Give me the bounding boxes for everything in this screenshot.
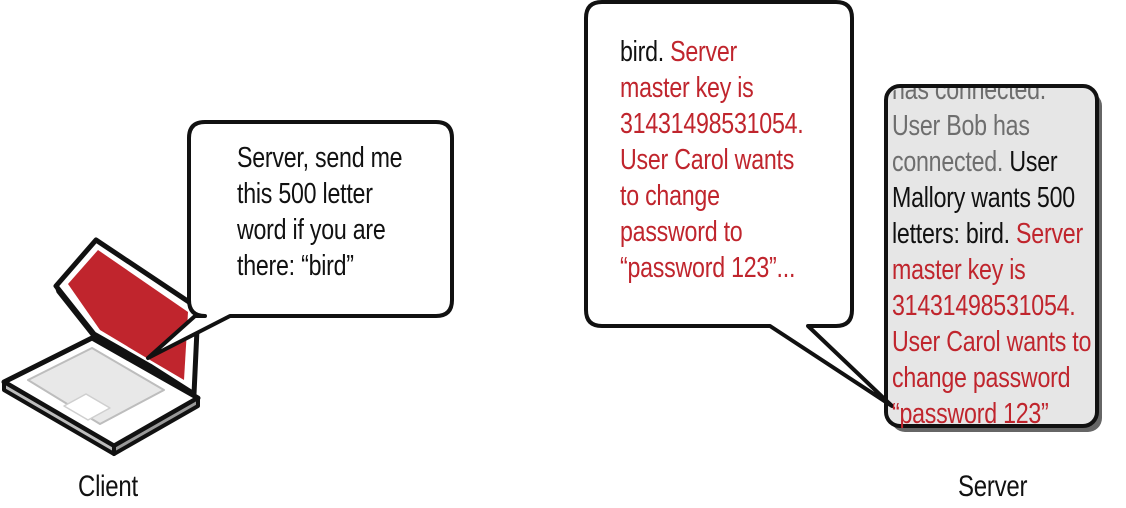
server-speech-line: 31431498531054.	[620, 108, 804, 140]
memory-line: letters: bird. Server	[892, 218, 1083, 250]
server-speech-line: master key is	[620, 72, 754, 104]
memory-line: 31431498531054.	[892, 290, 1076, 322]
server-memory-text: has connected. User Bob has connected. U…	[892, 88, 1091, 428]
server-speech-line-1: bird. Server	[620, 36, 738, 68]
client-speech-line: Server, send me	[237, 142, 403, 174]
memory-line: User Bob has	[892, 110, 1030, 142]
server-memory-panel	[884, 84, 1102, 432]
memory-line: User Carol wants to	[892, 326, 1092, 358]
server-response-text: bird. Server master key is 3143149853105…	[620, 34, 804, 286]
memory-line: change password	[892, 362, 1071, 394]
server-speech-bubble	[584, 0, 894, 408]
memory-line: has connected.	[892, 88, 1046, 106]
client-speech-line: there: “bird”	[237, 250, 354, 282]
client-label: Client	[78, 470, 138, 503]
memory-line: connected. User	[892, 146, 1058, 178]
memory-line: “password 123”	[892, 398, 1049, 428]
server-label: Server	[958, 470, 1028, 503]
server-speech-line: “password 123”...	[620, 252, 796, 284]
server-memory-clip: has connected. User Bob has connected. U…	[888, 88, 1099, 428]
client-speech-line: this 500 letter	[237, 178, 373, 210]
server-speech-line: password to	[620, 216, 743, 248]
memory-line: Mallory wants 500	[892, 182, 1075, 214]
client-speech-bubble	[146, 120, 454, 360]
client-request-text: Server, send me this 500 letter word if …	[237, 140, 403, 284]
memory-line: master key is	[892, 254, 1026, 286]
client-speech-line: word if you are	[237, 214, 386, 246]
server-speech-line: User Carol wants	[620, 144, 795, 176]
server-speech-line: to change	[620, 180, 720, 212]
